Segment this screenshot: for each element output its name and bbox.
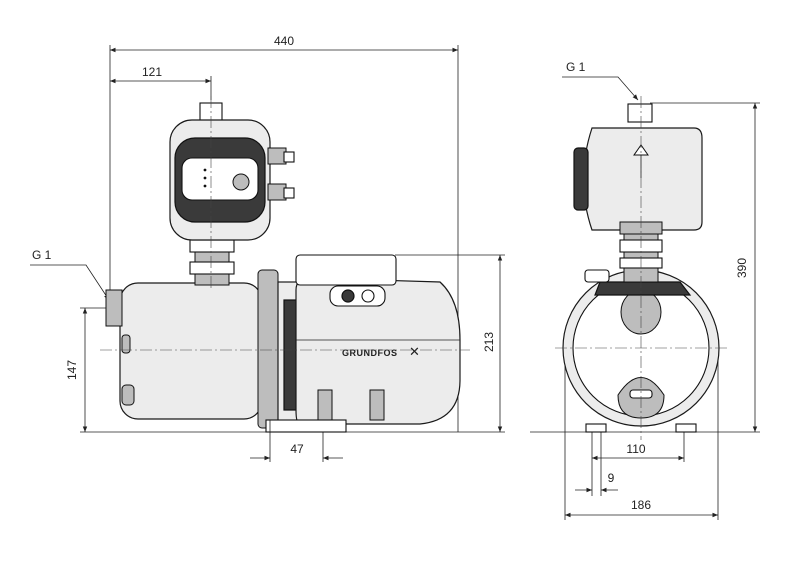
pipe-nut xyxy=(189,261,235,275)
switch-knob-icon xyxy=(341,289,355,303)
dim-label-147: 147 xyxy=(65,360,79,380)
flow-arrow-head-icon xyxy=(633,144,649,156)
dim-label-186: 186 xyxy=(631,498,651,512)
connection-label-inlet: G 1 xyxy=(32,248,52,262)
pump-housing xyxy=(119,282,263,420)
connection-label-outlet: G 1 xyxy=(566,60,586,74)
pump-foot-front xyxy=(585,423,607,433)
inlet-connector xyxy=(105,289,123,327)
motor-cover-top xyxy=(594,281,692,296)
leader-line-inlet xyxy=(30,264,110,301)
controller-fitting-nut xyxy=(283,187,295,199)
dim-label-121: 121 xyxy=(142,65,162,79)
brand-x-icon: ✕ xyxy=(409,344,420,359)
side-plug xyxy=(121,334,131,354)
motor-foot-tab xyxy=(369,389,385,421)
pump-flange xyxy=(257,269,279,429)
pump-foot xyxy=(265,419,347,433)
motor-foot-tab xyxy=(317,389,333,421)
dim-label-9: 9 xyxy=(608,471,615,485)
controller-fitting xyxy=(267,183,287,201)
dim-label-213: 213 xyxy=(482,332,496,352)
switch-panel xyxy=(329,285,386,307)
switch-knob-icon xyxy=(361,289,375,303)
front-view: 390 110 9 186 G 1 xyxy=(530,60,760,520)
led-indicator-icon xyxy=(203,168,207,172)
led-indicator-icon xyxy=(203,184,207,188)
brand-label: GRUNDFOS xyxy=(342,348,398,358)
controller-fitting-nut xyxy=(283,151,295,163)
pipe-nut xyxy=(189,239,235,253)
dim-label-47: 47 xyxy=(290,442,304,456)
motor-cover-clip xyxy=(584,269,610,283)
terminal-box xyxy=(295,254,397,286)
pressure-controller-front xyxy=(582,127,703,231)
drain-plug xyxy=(121,384,135,406)
controller-fitting xyxy=(267,147,287,165)
dim-label-110: 110 xyxy=(626,442,645,456)
dim-label-390: 390 xyxy=(735,258,749,278)
controller-side-vents xyxy=(573,147,589,211)
side-view: 440 121 147 213 47 G 1 GRUNDFOS ✕ xyxy=(30,34,505,462)
outlet-connector-front xyxy=(627,103,653,123)
dim-label-440: 440 xyxy=(274,34,294,48)
led-indicator-icon xyxy=(203,176,207,180)
leader-line-outlet xyxy=(562,76,639,101)
controller-gauge-icon xyxy=(232,173,250,191)
pump-foot-front xyxy=(675,423,697,433)
